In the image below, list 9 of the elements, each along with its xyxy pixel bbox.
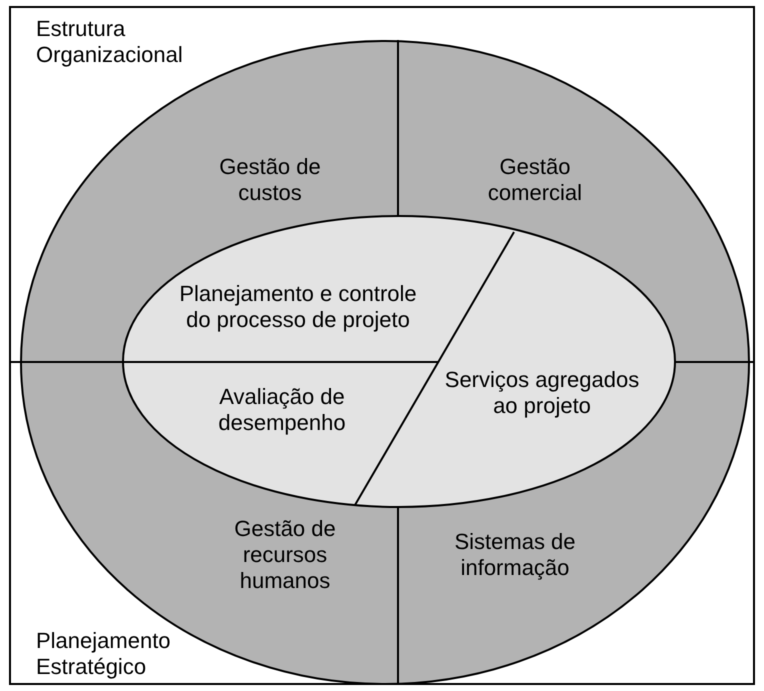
sector-label: Avaliação de desempenho	[192, 384, 372, 436]
corner-label: Estrutura Organizacional	[36, 16, 184, 68]
sector-label: Sistemas de informação	[445, 529, 585, 581]
sector-label: Serviços agregados ao projeto	[442, 367, 642, 419]
corner-label: Planejamento Estratégico	[36, 628, 172, 680]
sector-label: Gestão de custos	[205, 154, 335, 206]
sector-label: Gestão comercial	[470, 154, 600, 206]
sector-label: Gestão de recursos humanos	[195, 516, 375, 594]
sector-label: Planejamento e controle do processo de projeto	[168, 281, 428, 333]
